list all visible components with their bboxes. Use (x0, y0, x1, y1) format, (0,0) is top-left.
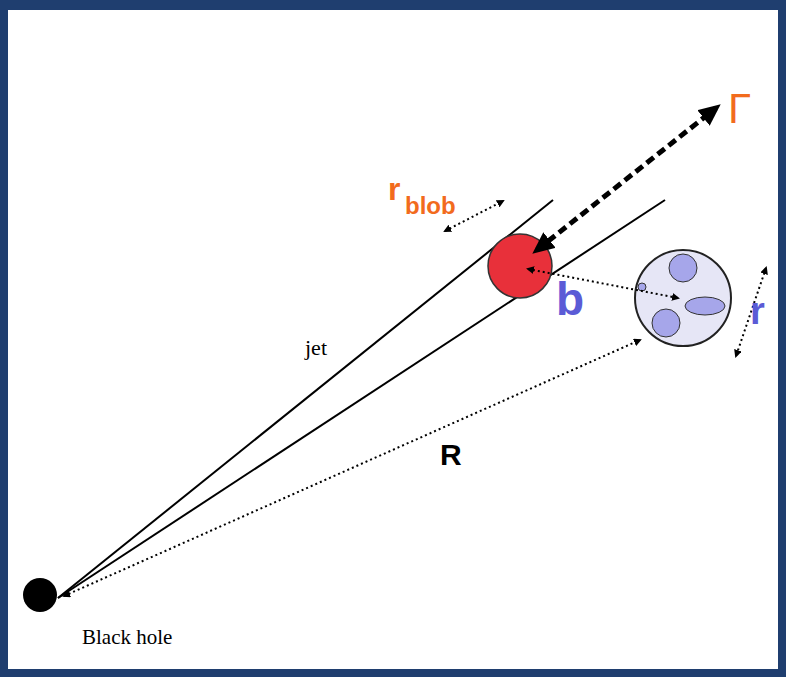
jet-label: jet (305, 337, 327, 359)
clump (652, 309, 680, 337)
jet-edge (58, 200, 665, 598)
cloud-radius-symbol: r (750, 292, 765, 330)
blob-subscript: blob (405, 194, 456, 218)
clump (638, 283, 646, 291)
lorentz-arrow (537, 108, 716, 250)
lorentz-symbol: Γ (728, 88, 751, 130)
cloud-size-arrow (736, 268, 766, 356)
blob-radius-symbol: r (388, 173, 400, 205)
jet-edge (58, 200, 553, 598)
clump (669, 254, 697, 282)
distance-arrow (64, 340, 640, 596)
distance-symbol: R (440, 440, 462, 470)
black-hole: Black hole (20, 577, 240, 657)
object-label: Black hole (82, 627, 172, 648)
impact-arrow (528, 269, 678, 298)
cloud (635, 250, 731, 346)
clump (685, 297, 725, 315)
impact-symbol: b (556, 276, 584, 322)
